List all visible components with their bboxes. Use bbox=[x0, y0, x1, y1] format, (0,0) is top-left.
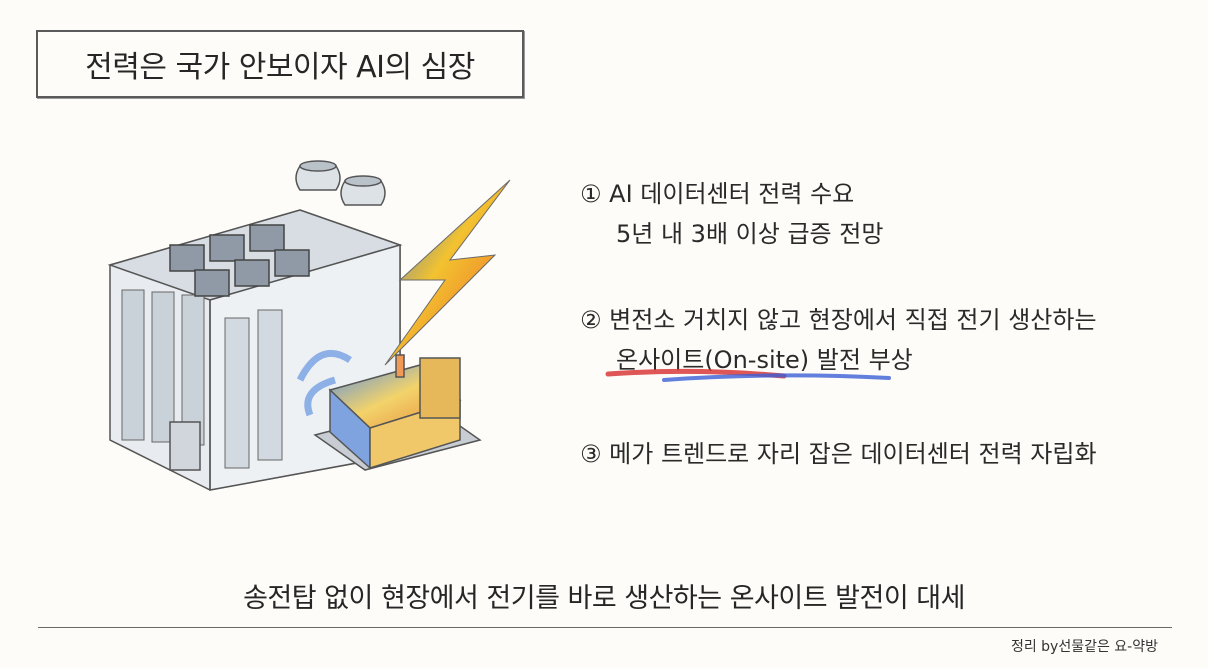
title-box: 전력은 국가 안보이자 AI의 심장 bbox=[36, 30, 524, 98]
data-center-illustration bbox=[107, 160, 511, 491]
point-marker: ② bbox=[580, 306, 602, 334]
highlight-underline bbox=[605, 368, 891, 382]
point-marker: ① bbox=[580, 180, 602, 208]
lightning-icon bbox=[384, 179, 511, 366]
divider bbox=[38, 627, 1172, 628]
credit-text: 정리 by선물같은 요-약방 bbox=[1010, 639, 1158, 655]
point-3: ③ 메가 트렌드로 자리 잡은 데이터센터 전력 자립화 bbox=[580, 434, 1097, 474]
cooling-tower-icon bbox=[295, 160, 386, 206]
point-text: AI 데이터센터 전력 수요 bbox=[609, 180, 855, 208]
point-text: 변전소 거치지 않고 현장에서 직접 전기 생산하는 bbox=[609, 306, 1097, 334]
point-text-line2: 5년 내 3배 이상 급증 전망 bbox=[616, 220, 884, 248]
summary-text: 송전탑 없이 현장에서 전기를 바로 생산하는 온사이트 발전이 대세 bbox=[243, 583, 965, 614]
page-title: 전력은 국가 안보이자 AI의 심장 bbox=[85, 50, 475, 85]
point-2: ② 변전소 거치지 않고 현장에서 직접 전기 생산하는 온사이트(On-sit… bbox=[580, 300, 1097, 380]
generator-icon bbox=[296, 349, 482, 471]
point-1: ① AI 데이터센터 전력 수요 5년 내 3배 이상 급증 전망 bbox=[580, 174, 883, 254]
point-marker: ③ bbox=[580, 440, 602, 468]
point-text: 메가 트렌드로 자리 잡은 데이터센터 전력 자립화 bbox=[609, 440, 1097, 468]
